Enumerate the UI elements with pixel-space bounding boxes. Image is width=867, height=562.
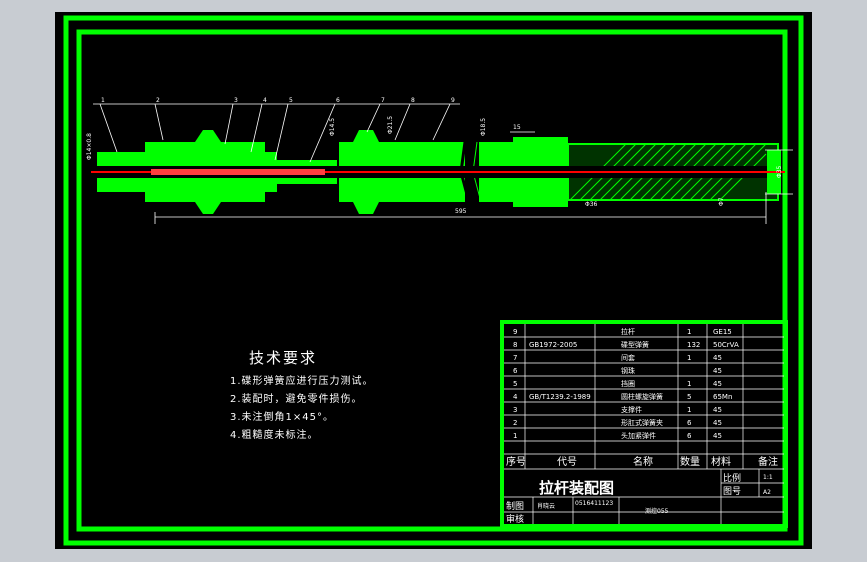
bom-cell-no: 3 bbox=[513, 406, 517, 414]
title-block bbox=[500, 320, 788, 528]
requirement-item: 1.碟形弹簧应进行压力测试。 bbox=[230, 376, 374, 387]
bom-cell-material: 45 bbox=[713, 367, 722, 375]
scale-value: 1:1 bbox=[763, 474, 773, 481]
bom-header-no: 序号 bbox=[506, 455, 526, 468]
balloon-7: 7 bbox=[381, 97, 385, 104]
bom-cell-name: 间套 bbox=[621, 353, 635, 362]
student-no: 0516411123 bbox=[575, 500, 613, 507]
bom-cell-no: 2 bbox=[513, 419, 517, 427]
requirement-item: 4.粗糙度未标注。 bbox=[230, 430, 319, 441]
bom-cell-material: 50CrVA bbox=[713, 341, 739, 349]
designer-name: 肖晓云 bbox=[537, 502, 555, 510]
bom-cell-no: 9 bbox=[513, 328, 517, 336]
requirement-item: 2.装配时，避免零件损伤。 bbox=[230, 394, 363, 405]
balloon-2: 2 bbox=[156, 97, 160, 104]
bom-cell-material: 65Mn bbox=[713, 393, 732, 401]
bom-cell-no: 8 bbox=[513, 341, 517, 349]
balloon-5: 5 bbox=[289, 97, 293, 104]
bom-cell-no: 5 bbox=[513, 380, 517, 388]
bom-cell-name: 支撑件 bbox=[621, 405, 642, 414]
balloon-1: 1 bbox=[101, 97, 105, 104]
bom-cell-material: 45 bbox=[713, 432, 722, 440]
requirement-item: 3.未注倒角1×45°。 bbox=[230, 412, 335, 423]
designer-label: 制图 bbox=[506, 500, 524, 512]
reviewer-label: 审核 bbox=[506, 513, 524, 525]
bom-cell-qty: 5 bbox=[687, 393, 691, 401]
bom-cell-name: 拉杆 bbox=[621, 327, 635, 336]
dim-b: Φ21.5 bbox=[387, 116, 394, 134]
dim-left: Φ14×0.8 bbox=[86, 133, 93, 160]
bom-cell-code: GB1972-2005 bbox=[529, 341, 577, 349]
rod-assembly-drawing bbox=[91, 130, 785, 214]
balloon-8: 8 bbox=[411, 97, 415, 104]
drawing-no-label: 图号 bbox=[723, 486, 741, 497]
dim-d: Φ36 bbox=[585, 201, 598, 208]
balloon-9: 9 bbox=[451, 97, 455, 104]
bom-header-qty: 数量 bbox=[680, 455, 700, 468]
dim-c: Φ18.5 bbox=[480, 118, 487, 136]
bom-header-code: 代号 bbox=[557, 456, 577, 468]
part-spring-top bbox=[353, 130, 379, 142]
drawing-canvas: 595 15 Φ14×0.8 Φ14.5 Φ21.5 Φ18.5 Φ36 Φ35… bbox=[63, 15, 804, 546]
bom-cell-qty: 6 bbox=[687, 432, 692, 440]
bom-cell-name: 碟型弹簧 bbox=[621, 340, 649, 349]
bom-grid bbox=[504, 324, 784, 524]
bom-cell-material: 45 bbox=[713, 380, 722, 388]
balloon-3: 3 bbox=[234, 97, 238, 104]
dim-overall: 595 bbox=[455, 208, 467, 215]
bom-cell-no: 1 bbox=[513, 432, 517, 440]
bom-header-name: 名称 bbox=[633, 455, 653, 468]
dim-f: Φ7 bbox=[718, 197, 725, 206]
sheet-size: A2 bbox=[763, 489, 771, 496]
dim-15: 15 bbox=[513, 124, 521, 131]
bom-cell-qty: 1 bbox=[687, 354, 691, 362]
bom-cell-name: 挡圈 bbox=[621, 379, 635, 388]
dim-a: Φ14.5 bbox=[329, 118, 336, 136]
dimension-lines bbox=[154, 131, 793, 224]
bom-cell-code: GB/T1239.2-1989 bbox=[529, 393, 591, 401]
bom-header-material: 材料 bbox=[711, 455, 731, 468]
bom-cell-name: 圆柱螺旋弹簧 bbox=[621, 392, 663, 401]
bom-cell-name: 头加紧弹件 bbox=[621, 431, 656, 440]
bom-cell-qty: 1 bbox=[687, 406, 691, 414]
bom-cell-name: 钢珠 bbox=[621, 366, 635, 375]
bom-cell-no: 7 bbox=[513, 354, 517, 362]
bom-header-remark: 备注 bbox=[758, 455, 778, 468]
part-nut-bottom bbox=[195, 202, 221, 214]
balloon-4: 4 bbox=[263, 97, 267, 104]
part-spring-bottom bbox=[353, 202, 379, 214]
bom-cell-qty: 1 bbox=[687, 328, 691, 336]
drawing-title: 拉杆装配图 bbox=[539, 479, 614, 497]
bom-cell-material: 45 bbox=[713, 354, 722, 362]
bom-cell-material: GE15 bbox=[713, 328, 732, 336]
drawing-sheet: 595 15 Φ14×0.8 Φ14.5 Φ21.5 Φ18.5 Φ36 Φ35… bbox=[55, 12, 812, 549]
bom-cell-material: 45 bbox=[713, 406, 722, 414]
bom-cell-qty: 1 bbox=[687, 380, 691, 388]
bom-border bbox=[500, 320, 788, 528]
bom-cell-name: 形肛式弹簧夹 bbox=[621, 418, 663, 427]
bom-cell-no: 4 bbox=[513, 393, 518, 401]
part-nut-top bbox=[195, 130, 221, 142]
inner-frame bbox=[76, 29, 788, 532]
bom-cell-material: 45 bbox=[713, 419, 722, 427]
outer-frame bbox=[63, 15, 804, 546]
bom-cell-qty: 6 bbox=[687, 419, 692, 427]
dim-e: Φ35 bbox=[776, 165, 783, 178]
scale-label: 比例 bbox=[723, 472, 741, 484]
balloon-6: 6 bbox=[336, 97, 340, 104]
class-name: 测控055 bbox=[645, 507, 669, 515]
bom-cell-no: 6 bbox=[513, 367, 518, 375]
leader-lines bbox=[93, 103, 460, 163]
bom-cell-qty: 132 bbox=[687, 341, 700, 349]
requirements-title: 技术要求 bbox=[249, 349, 318, 367]
